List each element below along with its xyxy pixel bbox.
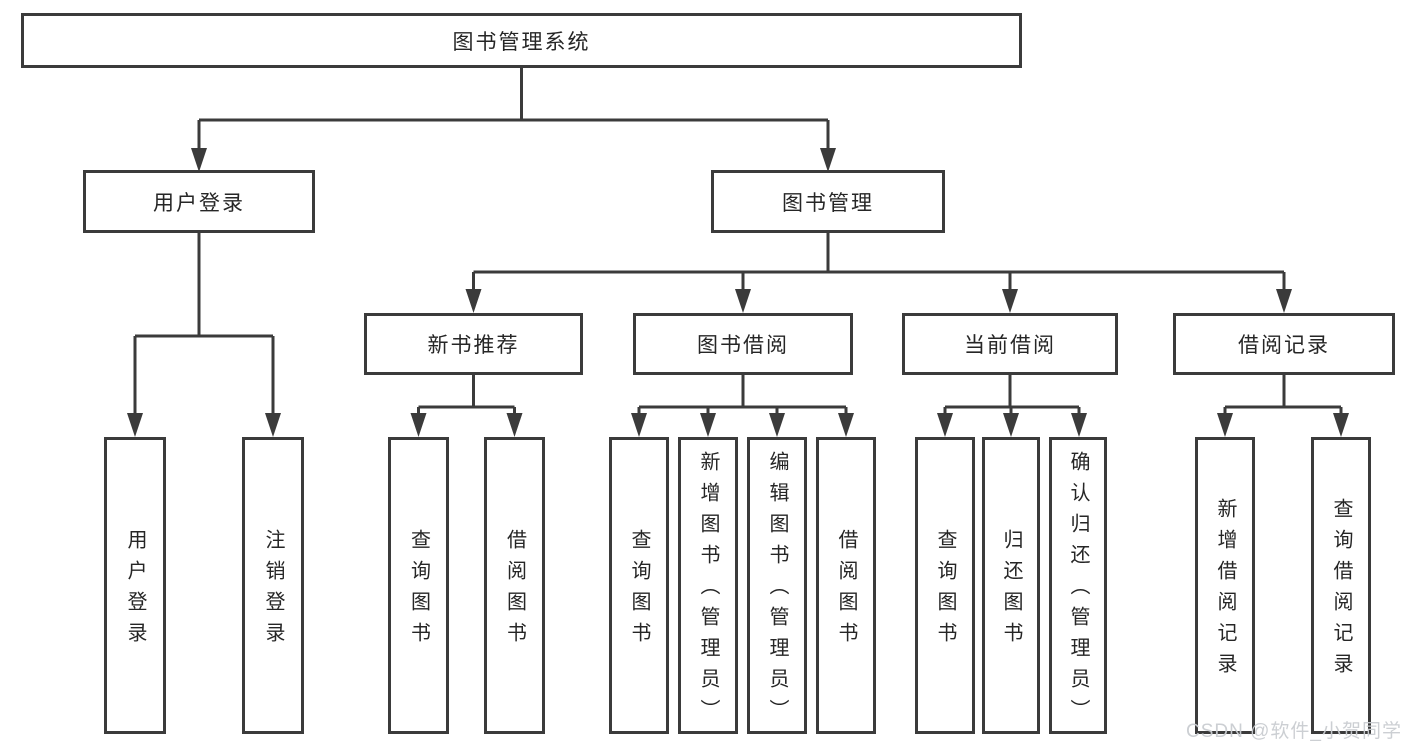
leaf-new-borrow-record: 新增借阅记录 — [1195, 437, 1255, 734]
node-label: 借阅图书 — [503, 528, 526, 653]
node-label: 查询借阅记录 — [1330, 497, 1352, 684]
connector-path — [133, 68, 1343, 415]
node-borrow-records: 借阅记录 — [1173, 313, 1395, 375]
leaf-logout: 注销登录 — [242, 437, 304, 734]
node-label: 用户登录 — [153, 191, 245, 215]
node-label: 图书借阅 — [697, 334, 789, 357]
node-library-system: 图书管理系统 — [21, 13, 1022, 68]
node-label: 新增图书（管理员） — [697, 451, 719, 730]
leaf-query-books: 查询图书 — [388, 437, 449, 734]
node-label: 图书管理 — [782, 191, 874, 215]
leaf-user-login: 用户登录 — [104, 437, 166, 734]
arrowhead-icons — [127, 148, 1349, 437]
leaf-borrow-books: 借阅图书 — [816, 437, 876, 734]
node-user-login: 用户登录 — [83, 170, 315, 233]
node-book-management: 图书管理 — [711, 170, 945, 233]
leaf-query-books: 查询图书 — [609, 437, 669, 734]
node-label: 借阅图书 — [835, 528, 857, 653]
node-book-borrow: 图书借阅 — [633, 313, 853, 375]
leaf-borrow-books: 借阅图书 — [484, 437, 545, 734]
node-current-borrow: 当前借阅 — [902, 313, 1118, 375]
node-label: 归还图书 — [1000, 528, 1022, 653]
node-label: 查询图书 — [628, 528, 650, 653]
node-new-book-recommend: 新书推荐 — [364, 313, 583, 375]
node-label: 查询图书 — [934, 528, 956, 653]
node-label: 注销登录 — [262, 528, 284, 653]
node-label: 编辑图书（管理员） — [766, 451, 788, 730]
leaf-query-books: 查询图书 — [915, 437, 975, 734]
node-label: 查询图书 — [407, 528, 430, 653]
node-label: 借阅记录 — [1238, 334, 1330, 357]
node-label: 新书推荐 — [427, 334, 520, 357]
node-label: 用户登录 — [124, 528, 146, 653]
leaf-query-borrow-record: 查询借阅记录 — [1311, 437, 1371, 734]
node-label: 新增借阅记录 — [1214, 497, 1236, 684]
leaf-edit-books-admin: 编辑图书（管理员） — [747, 437, 807, 734]
leaf-return-books: 归还图书 — [982, 437, 1040, 734]
watermark: CSDN @软件_小贺同学 — [1186, 721, 1402, 742]
node-label: 图书管理系统 — [452, 30, 591, 54]
node-label: 确认归还（管理员） — [1067, 451, 1089, 730]
leaf-add-books-admin: 新增图书（管理员） — [678, 437, 738, 734]
leaf-confirm-return-admin: 确认归还（管理员） — [1049, 437, 1107, 734]
node-label: 当前借阅 — [964, 334, 1056, 357]
